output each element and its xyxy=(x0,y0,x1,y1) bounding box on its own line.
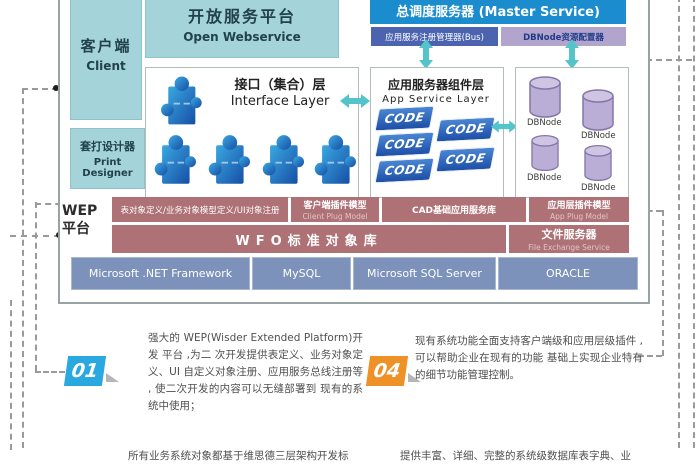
connector-dot xyxy=(53,85,59,91)
wep-platform-label: WEP 平台 xyxy=(62,202,112,238)
object-registry-bar: 表对象定义/业务对象模型定义/UI对象注册 xyxy=(112,197,288,222)
note-01-badge: 01 xyxy=(63,356,107,386)
client-box: 客户端 Client xyxy=(70,0,142,120)
app-plug-label-en: App Plug Model xyxy=(549,212,609,221)
guide-line xyxy=(638,355,662,357)
client-label-en: Client xyxy=(86,59,126,73)
client-plug-label-en: Client Plug Model xyxy=(302,212,368,221)
puzzle-icon xyxy=(158,72,202,128)
guide-line xyxy=(662,210,664,356)
note-01-text: 强大的 WEP(Wisder Extended Platform)开发 平台 ,… xyxy=(148,332,363,412)
dbnode-config-label: DBNode资源配置器 xyxy=(523,32,604,43)
note-04-badge: 04 xyxy=(365,356,409,386)
code-chip: CODE xyxy=(374,105,435,132)
wfo-object-library-bar: WFO标准对象库 xyxy=(112,225,506,253)
puzzle-icon xyxy=(152,128,196,190)
sql-server-box: Microsoft SQL Server xyxy=(353,257,496,290)
note-04-number: 04 xyxy=(372,360,402,382)
double-arrow-icon xyxy=(490,119,518,134)
guide-line xyxy=(10,300,12,450)
database-cylinder-icon xyxy=(527,74,563,120)
code-chip: CODE xyxy=(435,116,496,143)
client-plug-bar: 客户端插件模型 Client Plug Model xyxy=(291,197,379,222)
cad-library-bar: CAD基础应用服务库 xyxy=(382,197,526,222)
guide-line xyxy=(22,88,58,90)
app-service-label-zh: 应用服务器组件层 xyxy=(387,78,484,92)
bottom-left-text: 所有业务系统对象都基于维思德三层架构开发标 xyxy=(128,450,349,462)
guide-line xyxy=(10,235,60,237)
database-cylinder-icon xyxy=(580,87,616,133)
file-server-label-zh: 文件服务器 xyxy=(541,228,597,241)
open-webservice-label-zh: 开放服务平台 xyxy=(187,6,296,26)
service-bus-label: 应用服务注册管理器(Bus) xyxy=(385,32,484,43)
double-arrow-icon xyxy=(339,93,371,109)
bottom-right-text: 提供丰富、详细、完整的系统级数据库表字典、业 xyxy=(400,450,631,462)
open-webservice-label-en: Open Webservice xyxy=(183,29,301,44)
object-registry-label: 表对象定义/业务对象模型定义/UI对象注册 xyxy=(120,205,280,216)
double-arrow-icon xyxy=(564,38,580,70)
app-plug-bar: 应用层插件模型 App Plug Model xyxy=(529,197,629,222)
puzzle-icon xyxy=(260,128,304,190)
client-label-zh: 客户端 xyxy=(80,37,132,55)
master-service-label: 总调度服务器 (Master Service) xyxy=(396,5,600,20)
file-server-label-en: File Exchange Service xyxy=(528,243,610,252)
code-chip: CODE xyxy=(374,157,435,184)
app-service-label-en: App Service Layer xyxy=(382,94,490,105)
guide-line xyxy=(678,0,680,448)
database-cylinder-icon xyxy=(527,133,563,173)
wep-label-line2: 平台 xyxy=(62,221,90,237)
mysql-box: MySQL xyxy=(252,257,351,290)
wfo-label: WFO标准对象库 xyxy=(235,233,383,249)
guide-line xyxy=(22,88,24,448)
dbnode-config-box: DBNode资源配置器 xyxy=(501,27,626,46)
note-01-badge-tail xyxy=(106,373,119,382)
note-01-number: 01 xyxy=(70,360,100,382)
master-service-header: 总调度服务器 (Master Service) xyxy=(370,0,626,24)
print-designer-label-en: Print Designer xyxy=(82,157,133,179)
guide-line xyxy=(693,0,695,448)
guide-line xyxy=(35,202,37,371)
open-webservice-box: 开放服务平台 Open Webservice xyxy=(145,0,339,58)
dbnode-label: DBNode xyxy=(527,173,562,183)
dotnet-framework-box: Microsoft .NET Framework xyxy=(71,257,250,290)
dbnode-label: DBNode xyxy=(527,118,562,128)
file-server-bar: 文件服务器 File Exchange Service xyxy=(509,225,629,253)
code-chip: CODE xyxy=(374,131,435,158)
note-04-text: 现有系统功能全面支持客户端级和应用层级插件 , 可以帮助企业在现有的功能 基础上… xyxy=(415,335,643,381)
cad-library-label: CAD基础应用服务库 xyxy=(411,206,497,216)
client-plug-label-zh: 客户端插件模型 xyxy=(303,201,367,211)
guide-line xyxy=(35,371,65,373)
print-designer-box: 套打设计器 Print Designer xyxy=(70,128,145,189)
database-cylinder-icon xyxy=(580,143,616,183)
puzzle-icon xyxy=(312,128,356,190)
app-service-layer-title: 应用服务器组件层 App Service Layer xyxy=(374,76,498,105)
puzzle-icon xyxy=(206,128,250,190)
dbnode-label: DBNode xyxy=(581,131,616,141)
oracle-box: ORACLE xyxy=(498,257,638,290)
note-04-badge-tail xyxy=(408,373,421,382)
interface-layer-label-zh: 接口（集合）层 xyxy=(234,78,326,93)
print-designer-label-zh: 套打设计器 xyxy=(80,140,135,153)
wep-label-line1: WEP xyxy=(62,203,98,219)
double-arrow-icon xyxy=(418,38,434,70)
interface-layer-label-en: Interface Layer xyxy=(230,94,330,109)
app-plug-label-zh: 应用层插件模型 xyxy=(547,201,611,211)
service-bus-box: 应用服务注册管理器(Bus) xyxy=(371,27,498,46)
dbnode-label: DBNode xyxy=(581,183,616,193)
interface-layer-title: 接口（集合）层 Interface Layer xyxy=(205,74,355,109)
code-chip: CODE xyxy=(435,146,496,173)
